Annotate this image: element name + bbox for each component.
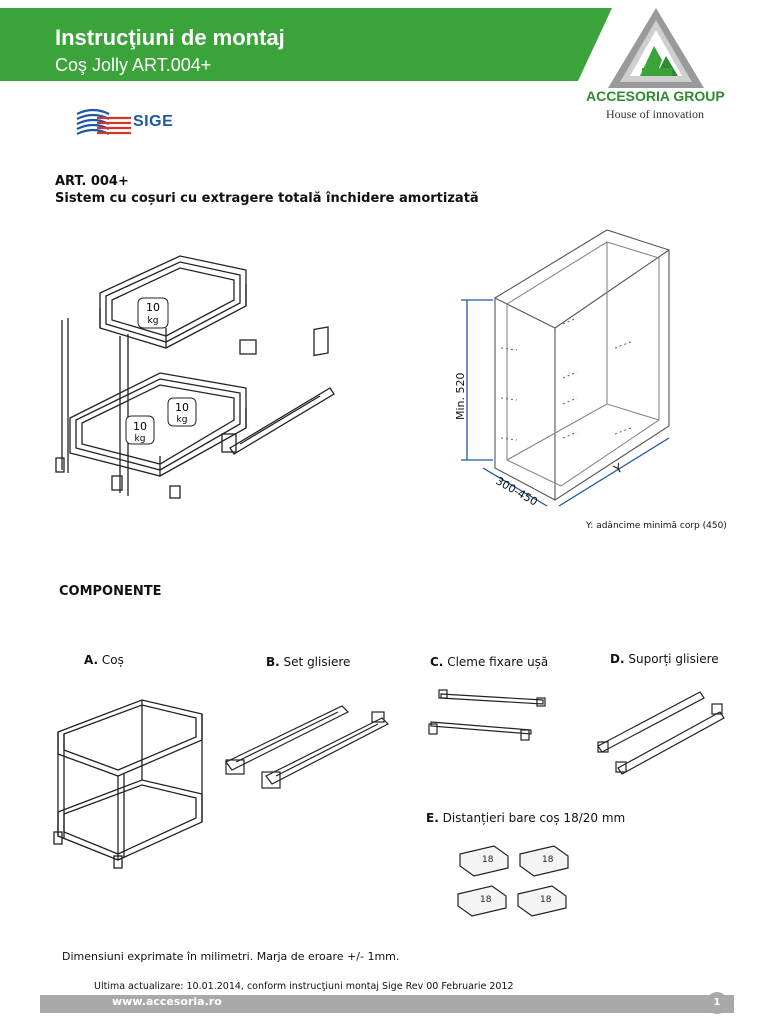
component-c-clamps-drawing [428,689,546,741]
load-tag-left: 10 kg [125,415,155,445]
dimensions-note: Dimensiuni exprimate în milimetri. Marja… [62,950,400,963]
component-d-supports-drawing [597,691,725,775]
depth-note: Y: adâncime minimă corp (450) [586,521,727,531]
header-band-shape [0,8,612,81]
component-c-label: C. Cleme fixare ușă [430,655,548,669]
cabinet-depth-label: Y [611,460,626,477]
component-d-name: Suporți glisiere [628,652,719,666]
component-d-label: D. Suporți glisiere [610,652,719,666]
component-d-letter: D. [610,652,625,666]
component-e-name: Distanțieri bare coș 18/20 mm [442,811,626,825]
load-tag-top-value: 10 [146,301,160,314]
load-tag-top-unit: kg [148,316,159,326]
sige-logo-icon [76,108,131,135]
footer-bar [40,995,734,1013]
header-band: Instrucţiuni de montaj Coş Jolly ART.004… [0,8,612,81]
brand-name: ACCESORIA GROUP [586,88,725,104]
basket-assembly-drawing: 10 kg 10 kg 10 kg [55,255,335,499]
footer-url-link[interactable]: www.accesoria.ro [112,995,222,1008]
accesoria-logo-icon [608,8,704,88]
cabinet-dimension-drawing: Min. 520 300-450 Y [455,229,670,509]
component-a-name: Coș [101,653,124,667]
load-tag-left-value: 10 [133,420,147,433]
cabinet-height-label: Min. 520 [455,372,467,420]
components-title: COMPONENTE [59,584,162,599]
component-e-label: E. Distanțieri bare coș 18/20 mm [426,811,625,825]
component-b-slides-drawing [225,705,390,789]
article-description: Sistem cu coșuri cu extragere totală înc… [55,191,479,206]
load-tag-left-unit: kg [135,434,146,444]
document-subtitle: Coş Jolly ART.004+ [55,55,212,75]
update-note: Ultima actualizare: 10.01.2014, conform … [94,981,514,992]
component-e-letter: E. [426,811,439,825]
spacer-3-mark: 18 [480,895,492,905]
page-number: 1 [706,992,728,1014]
spacer-1-mark: 18 [482,855,494,865]
spacer-4-mark: 18 [540,895,552,905]
load-tag-right-unit: kg [177,415,188,425]
component-c-name: Cleme fixare ușă [447,655,549,669]
component-a-letter: A. [84,653,99,667]
brand-tagline: House of innovation [606,107,704,121]
document-title: Instrucţiuni de montaj [55,25,285,50]
spacer-2-mark: 18 [542,855,554,865]
component-a-label: A. Coș [84,653,124,667]
component-b-label: B. Set glisiere [266,655,350,669]
component-c-letter: C. [430,655,444,669]
component-e-spacers-drawing: 18 18 18 18 [457,845,569,917]
component-b-name: Set glisiere [283,655,351,669]
component-b-letter: B. [266,655,280,669]
load-tag-right: 10 kg [167,397,197,427]
load-tag-top: 10 kg [137,297,169,329]
load-tag-right-value: 10 [175,401,189,414]
sige-logo-text: SIGE [133,113,174,130]
component-a-basket-drawing [53,699,203,869]
article-code: ART. 004+ [55,174,129,189]
